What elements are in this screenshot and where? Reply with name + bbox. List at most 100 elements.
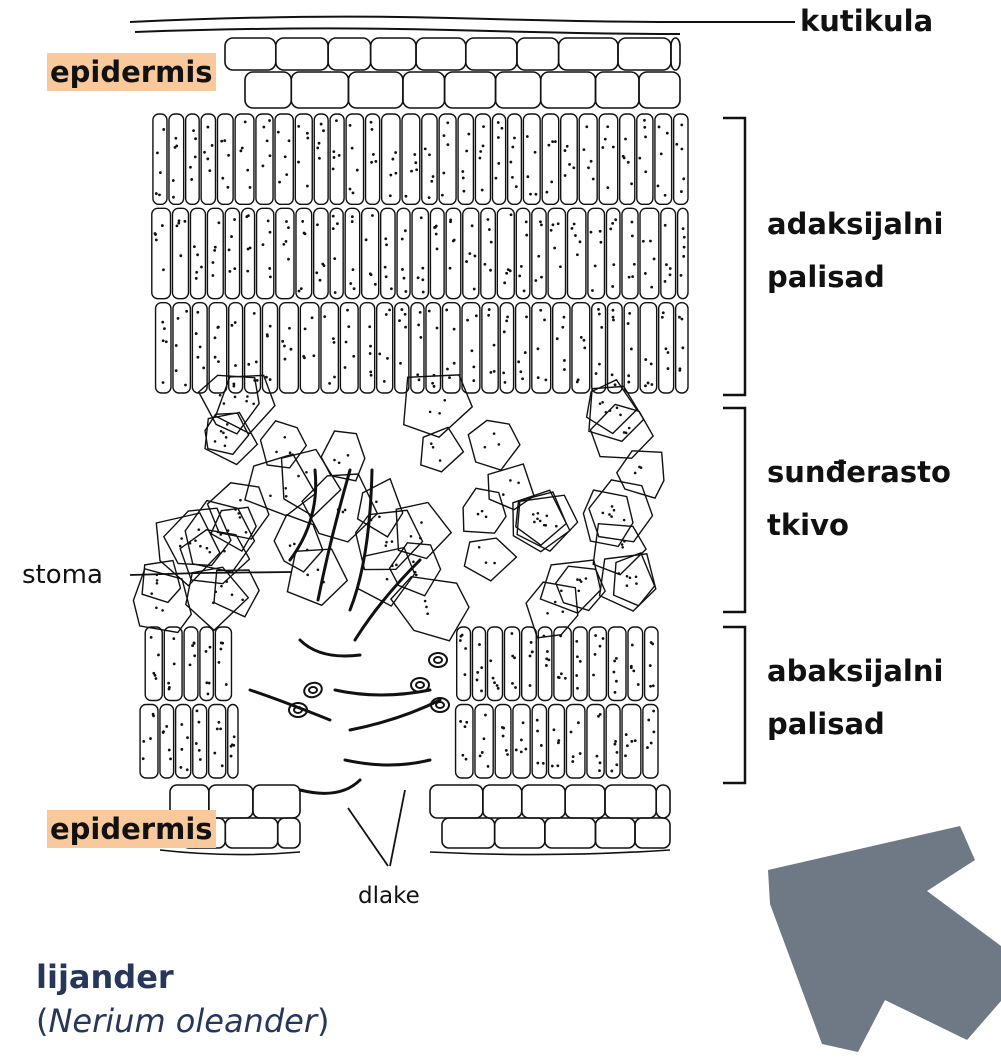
chloroplast-dot [351,220,354,223]
chloroplast-dot [432,446,435,449]
chloroplast-dot [524,351,527,354]
chloroplast-dot [626,744,629,747]
chloroplast-dot [281,340,284,343]
palisade-cell [412,208,428,298]
chloroplast-dot [680,124,683,127]
chloroplast-dot [318,142,321,145]
chloroplast-dot [540,744,543,747]
brackets [723,118,745,783]
chloroplast-dot [524,748,527,751]
chloroplast-dot [193,654,196,657]
chloroplast-dot [416,373,419,376]
palisade-cell [257,208,274,298]
chloroplast-dot [194,137,197,140]
palisade-cell [532,705,546,779]
chloroplast-dot [214,440,217,443]
chloroplast-dot [599,645,602,648]
chloroplast-dot [284,155,287,158]
chloroplast-dot [643,119,646,122]
chloroplast-dot [613,509,616,512]
chloroplast-dot [628,312,631,315]
chloroplast-dot [493,681,496,684]
chloroplast-dot [466,319,469,322]
chloroplast-dot [285,220,288,223]
chloroplast-dot [306,132,309,135]
chloroplast-dot [189,663,192,666]
chloroplast-dot [480,689,483,692]
chloroplast-dot [557,222,560,225]
abaxial-palisade-cells [140,627,658,778]
chloroplast-dot [175,369,178,372]
palisade-cell [330,114,344,204]
palisade-cell [207,208,223,298]
epidermis-cell [541,72,596,108]
chloroplast-dot [278,181,281,184]
chloroplast-dot [448,376,451,379]
epidermis-cell [522,785,565,818]
chloroplast-dot [424,148,427,151]
chloroplast-dot [212,261,215,264]
chloroplast-dot [394,151,397,154]
chloroplast-dot [378,353,381,356]
chloroplast-dot [401,238,404,241]
chloroplast-dot [184,384,187,387]
palisade-cell [487,627,502,701]
chloroplast-dot [173,662,176,665]
palisade-cell [397,208,410,298]
chloroplast-dot [245,531,248,534]
palisade-cell [622,208,638,298]
chloroplast-dot [606,125,609,128]
chloroplast-dot [632,669,635,672]
chloroplast-dot [338,154,341,157]
chloroplast-dot [195,332,198,335]
latin-name-text: Nerium oleander [48,1002,317,1040]
spongy-cell [589,386,644,441]
chloroplast-dot [614,218,617,221]
chloroplast-dot [595,372,598,375]
chloroplast-dot [495,177,498,180]
chloroplast-dot [608,513,611,516]
chloroplast-dot [493,432,496,435]
chloroplast-dot [370,121,373,124]
chloroplast-dot [241,147,244,150]
chloroplast-dot [539,309,542,312]
spongy-cell [261,421,307,468]
chloroplast-dot [425,606,428,609]
chloroplast-dot [207,692,210,695]
chloroplast-dot [316,223,319,226]
palisade-cell [481,208,495,298]
bracket-spongy [723,408,745,612]
chloroplast-dot [186,736,189,739]
chloroplast-dot [497,162,500,165]
chloroplast-dot [152,672,155,675]
chloroplast-dot [252,402,255,405]
palisade-cell [472,627,485,701]
chloroplast-dot [246,270,249,273]
chloroplast-dot [165,725,168,728]
chloroplast-dot [488,308,491,311]
chloroplast-dot [611,505,614,508]
chloroplast-dot [560,589,563,592]
chloroplast-dot [293,543,296,546]
chloroplast-dot [533,521,536,524]
chloroplast-dot [275,451,278,454]
chloroplast-dot [635,575,638,578]
chloroplast-dot [649,685,652,688]
chloroplast-dot [617,572,620,575]
chloroplast-dot [180,537,183,540]
chloroplast-dot [513,137,516,140]
lower-cuticle [160,850,670,855]
chloroplast-dot [177,222,180,225]
bracket-adaxial [723,118,745,395]
chloroplast-dot [638,157,641,160]
chloroplast-dot [333,376,336,379]
chloroplast-dot [479,754,482,757]
chloroplast-dot [577,589,580,592]
chloroplast-dot [602,637,605,640]
chloroplast-dot [370,273,373,276]
chloroplast-dot [297,475,300,478]
palisade-cell [193,705,207,779]
chloroplast-dot [384,544,387,547]
chloroplast-dot [571,760,574,763]
chloroplast-dot [634,739,637,742]
